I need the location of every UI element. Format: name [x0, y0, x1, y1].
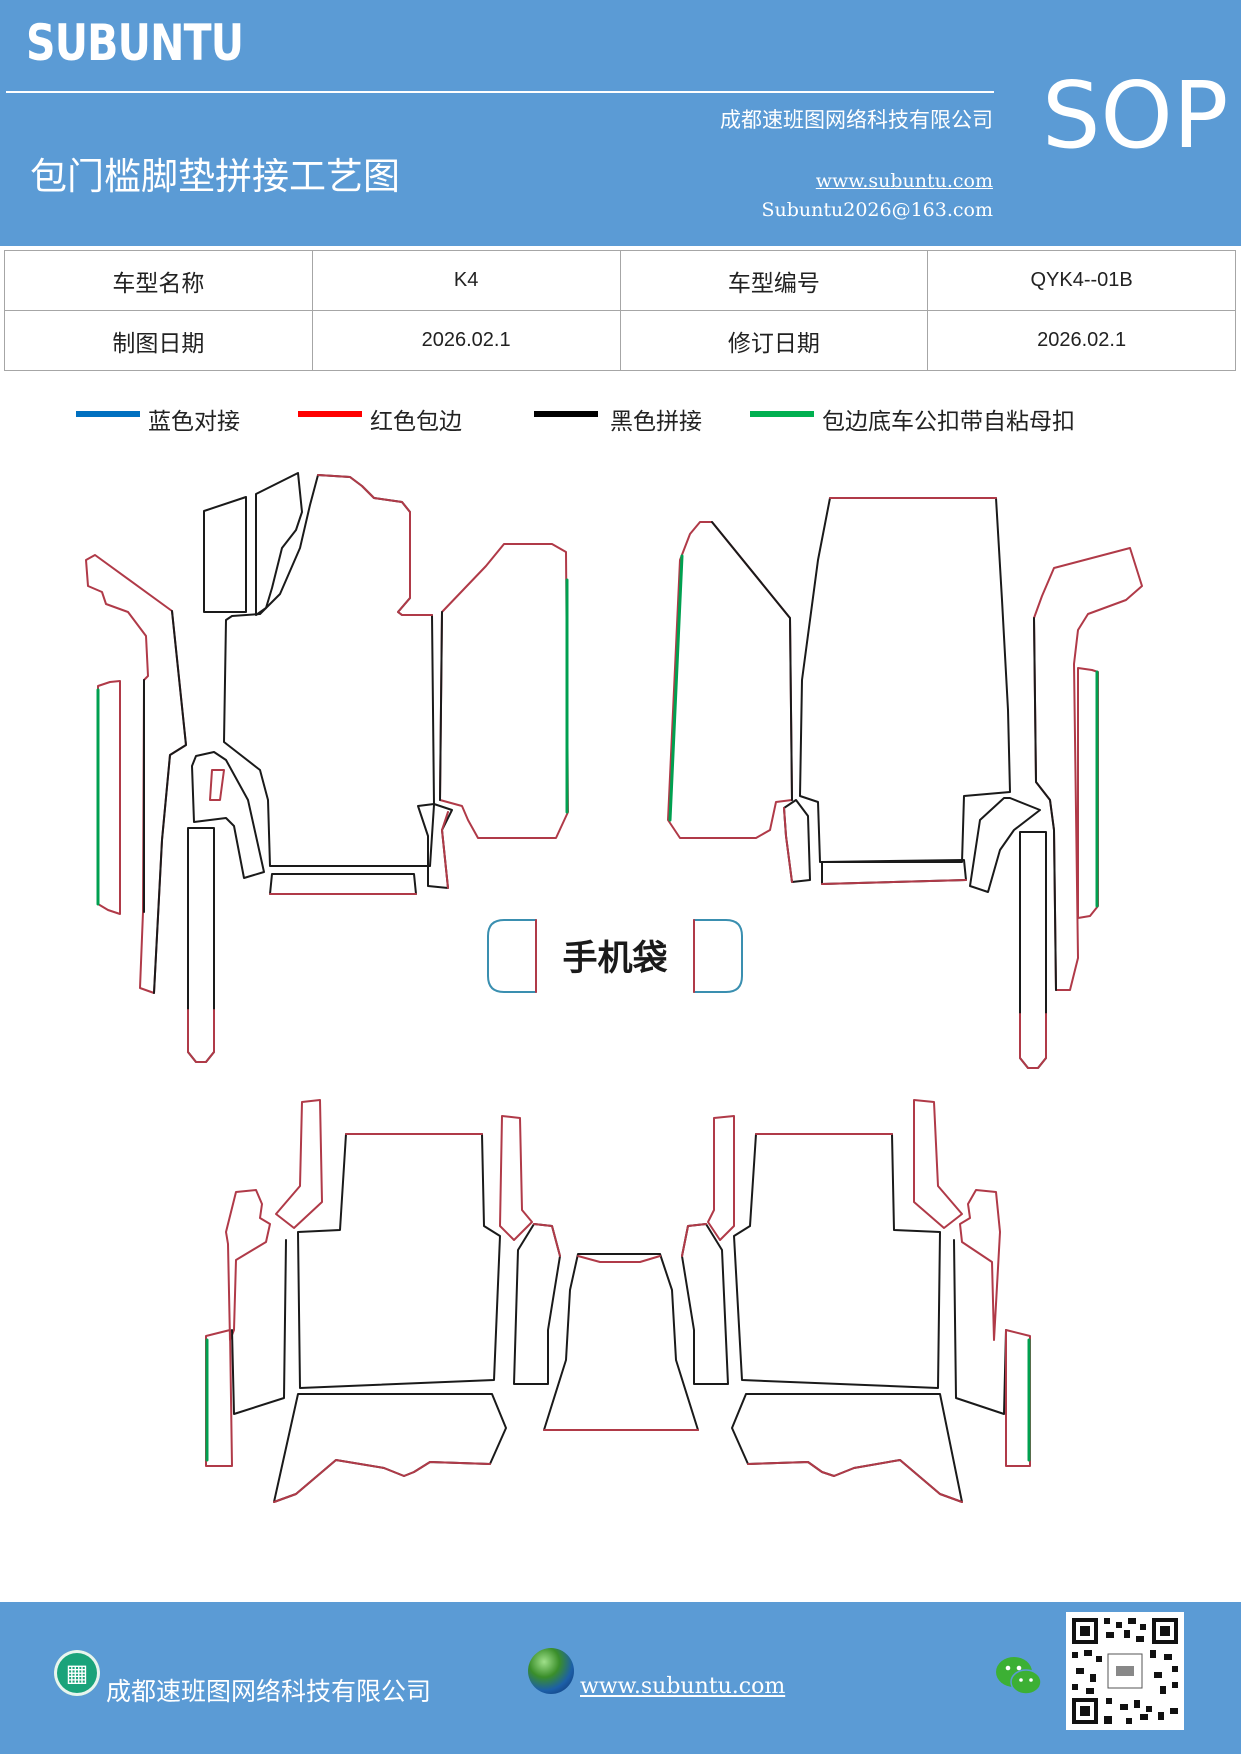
footer-company: 成都速班图网络科技有限公司: [106, 1677, 432, 1706]
sop-badge: SOP: [1042, 62, 1229, 169]
front-left-small-side-edge: [441, 811, 449, 889]
front-right-small-side-edge: [783, 807, 793, 883]
front-right-heel-piece: [969, 797, 1041, 893]
rear-left-bottom-edge: [273, 1459, 491, 1503]
rear-center-edge: [543, 1255, 699, 1431]
wechat-icon[interactable]: [994, 1654, 1044, 1698]
qr-code-icon: [1066, 1612, 1184, 1730]
rear-center-piece: [543, 1253, 699, 1431]
rear-left-side-panel: [225, 1189, 271, 1341]
revise-date-label: 修订日期: [619, 310, 929, 371]
info-table: 车型名称 K4 车型编号 QYK4--01B 制图日期 2026.02.1 修订…: [4, 250, 1236, 371]
header-email[interactable]: Subuntu2026@163.com: [761, 199, 993, 221]
rear-right-side-strip: [1005, 1329, 1031, 1467]
model-code-value: QYK4--01B: [927, 250, 1236, 311]
front-left-sill-piece: [85, 554, 187, 994]
front-right-door-seam: [711, 521, 793, 801]
rear-left-inner-edge: [533, 1223, 561, 1257]
legend: 蓝色对接 红色包边 黑色拼接 包边底车公扣带自粘母扣: [0, 400, 1241, 440]
document-title: 包门槛脚垫拼接工艺图: [30, 155, 400, 198]
front-left-bottom-strip: [269, 873, 417, 895]
rear-left-small-top: [275, 1099, 323, 1229]
rear-right-bottom-edge: [747, 1459, 963, 1503]
model-name-value: K4: [311, 250, 621, 311]
rear-left-mat-group: [205, 1099, 561, 1503]
front-right-long-strip-edge: [1019, 1013, 1047, 1069]
front-left-mat-group: [85, 472, 569, 1063]
legend-line-green: [750, 411, 814, 417]
legend-label: 包边底车公扣带自粘母扣: [822, 409, 1075, 435]
info-row: 车型名称 K4 车型编号 QYK4--01B: [4, 250, 1236, 311]
rear-right-inner-piece: [681, 1223, 729, 1385]
front-left-side-strip: [97, 680, 121, 915]
front-right-sill-piece: [1033, 547, 1143, 991]
rear-left-side-strip: [205, 1329, 233, 1467]
footer-website-link[interactable]: www.subuntu.com: [580, 1674, 786, 1699]
rear-right-inner-edge: [681, 1223, 707, 1257]
phone-bag-group: [487, 919, 743, 993]
globe-icon: [528, 1648, 574, 1694]
front-right-long-strip: [1019, 831, 1047, 1069]
rear-right-bottom-piece: [731, 1393, 963, 1503]
front-left-door-seam: [439, 611, 443, 801]
draw-date-value: 2026.02.1: [311, 310, 621, 371]
brand-logo: SUBUNTU: [26, 14, 244, 72]
rear-left-narrow-piece: [499, 1115, 533, 1241]
legend-label: 蓝色对接: [148, 409, 240, 435]
legend-line-blue: [76, 411, 140, 417]
front-left-sill-seam: [143, 610, 187, 994]
front-left-heel-piece: [191, 751, 265, 879]
revise-date-value: 2026.02.1: [927, 310, 1236, 371]
phone-bag-left: [487, 919, 537, 993]
legend-label: 红色包边: [370, 409, 462, 435]
rear-right-narrow-piece: [707, 1115, 735, 1241]
legend-line-black: [534, 411, 598, 417]
model-name-label: 车型名称: [4, 250, 313, 311]
rear-left-sill-seam: [231, 1239, 287, 1415]
front-right-side-strip: [1077, 667, 1099, 919]
front-right-door-piece: [667, 521, 793, 839]
info-row: 制图日期 2026.02.1 修订日期 2026.02.1: [4, 310, 1236, 371]
front-left-long-strip: [187, 827, 215, 1063]
legend-label: 黑色拼接: [610, 409, 702, 435]
front-right-main-mat: [799, 497, 1011, 863]
legend-line-red: [298, 411, 362, 417]
rear-right-main-mat: [733, 1133, 941, 1389]
rear-left-main-mat: [297, 1133, 501, 1389]
header-divider: [6, 91, 994, 93]
rear-right-side-panel: [959, 1189, 1001, 1341]
rear-right-mat-group: [681, 1099, 1031, 1503]
front-left-door-piece: [439, 543, 569, 839]
footer-bar: ▦ 成都速班图网络科技有限公司 www.subuntu.com: [0, 1602, 1241, 1754]
rear-right-small-top: [913, 1099, 963, 1229]
front-left-slanted-piece: [255, 472, 303, 616]
front-right-small-side: [783, 799, 811, 883]
front-left-heel-inner: [209, 769, 225, 801]
header-banner: SUBUNTU 成都速班图网络科技有限公司 包门槛脚垫拼接工艺图 www.sub…: [0, 0, 1241, 246]
header-website-link[interactable]: www.subuntu.com: [815, 170, 993, 192]
rear-left-inner-piece: [513, 1223, 561, 1385]
front-right-bottom-strip-edge: [821, 879, 967, 885]
front-right-sill-seam: [1033, 617, 1057, 991]
building-icon: ▦: [54, 1650, 100, 1696]
header-company: 成都速班图网络科技有限公司: [720, 108, 993, 132]
front-right-mat-group: [667, 497, 1143, 1069]
phone-bag-right: [693, 919, 743, 993]
front-left-small-rect: [203, 496, 247, 613]
draw-date-label: 制图日期: [4, 310, 313, 371]
front-right-door-velcro: [668, 554, 684, 822]
front-left-main-mat-edge: [317, 474, 433, 616]
rear-left-bottom-piece: [273, 1393, 507, 1503]
phone-bag-label: 手机袋: [562, 939, 667, 979]
model-code-label: 车型编号: [619, 250, 929, 311]
front-left-long-strip-edge: [187, 1009, 215, 1063]
